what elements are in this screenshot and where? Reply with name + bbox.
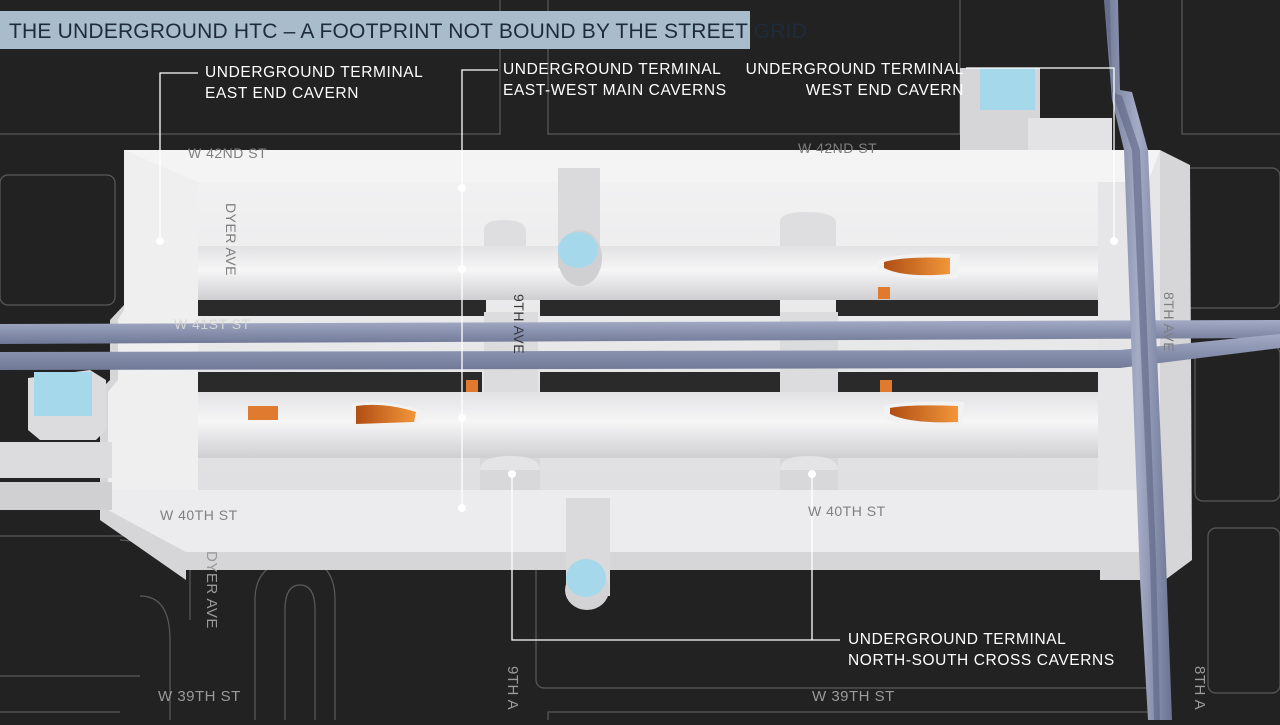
callout-main-caverns-line1: UNDERGROUND TERMINAL: [503, 61, 722, 78]
street-label-w39-right: W 39TH ST: [812, 688, 895, 705]
callout-east-end-line2: EAST END CAVERN: [205, 85, 359, 102]
callout-west-end-line1: UNDERGROUND TERMINAL: [745, 61, 964, 78]
callout-leaders: [159, 67, 1115, 641]
title-banner: [0, 11, 750, 49]
street-label-eighth-bottom: 8TH A: [1191, 666, 1208, 711]
callout-main-caverns-line2: EAST-WEST MAIN CAVERNS: [503, 82, 727, 99]
callout-west-end: UNDERGROUND TERMINAL WEST END CAVERN: [746, 59, 964, 101]
callout-east-end-line1: UNDERGROUND TERMINAL: [205, 64, 424, 81]
street-label-w41: W 41ST ST: [174, 316, 251, 332]
access-shafts: [28, 68, 1112, 610]
street-label-eighth-top: 8TH AVE: [1161, 292, 1177, 353]
callout-cross-caverns-line1: UNDERGROUND TERMINAL: [848, 631, 1067, 648]
diagram-title: THE UNDERGROUND HTC – A FOOTPRINT NOT BO…: [9, 20, 808, 43]
street-label-dyer-top: DYER AVE: [223, 203, 239, 276]
street-label-ninth-top: 9TH AVE: [511, 294, 527, 355]
callout-cross-caverns: UNDERGROUND TERMINAL NORTH-SOUTH CROSS C…: [848, 629, 1115, 671]
street-label-w40-left: W 40TH ST: [160, 507, 238, 523]
callout-dots: [156, 184, 1118, 512]
callout-cross-caverns-line2: NORTH-SOUTH CROSS CAVERNS: [848, 652, 1115, 669]
street-label-dyer-bottom: DYER AVE: [203, 551, 220, 629]
street-label-ninth-bottom: 9TH A: [504, 666, 521, 711]
street-label-w42-left: W 42ND ST: [188, 145, 268, 161]
callout-east-end: UNDERGROUND TERMINAL EAST END CAVERN: [205, 62, 423, 104]
west-tunnel: [0, 442, 112, 510]
street-label-w40-right: W 40TH ST: [808, 503, 886, 519]
street-label-w39-left: W 39TH ST: [158, 688, 241, 705]
platforms: [248, 253, 964, 428]
callout-west-end-line2: WEST END CAVERN: [805, 82, 964, 99]
street-label-w42-right: W 42ND ST: [798, 140, 878, 156]
callout-main-caverns: UNDERGROUND TERMINAL EAST-WEST MAIN CAVE…: [503, 59, 727, 101]
